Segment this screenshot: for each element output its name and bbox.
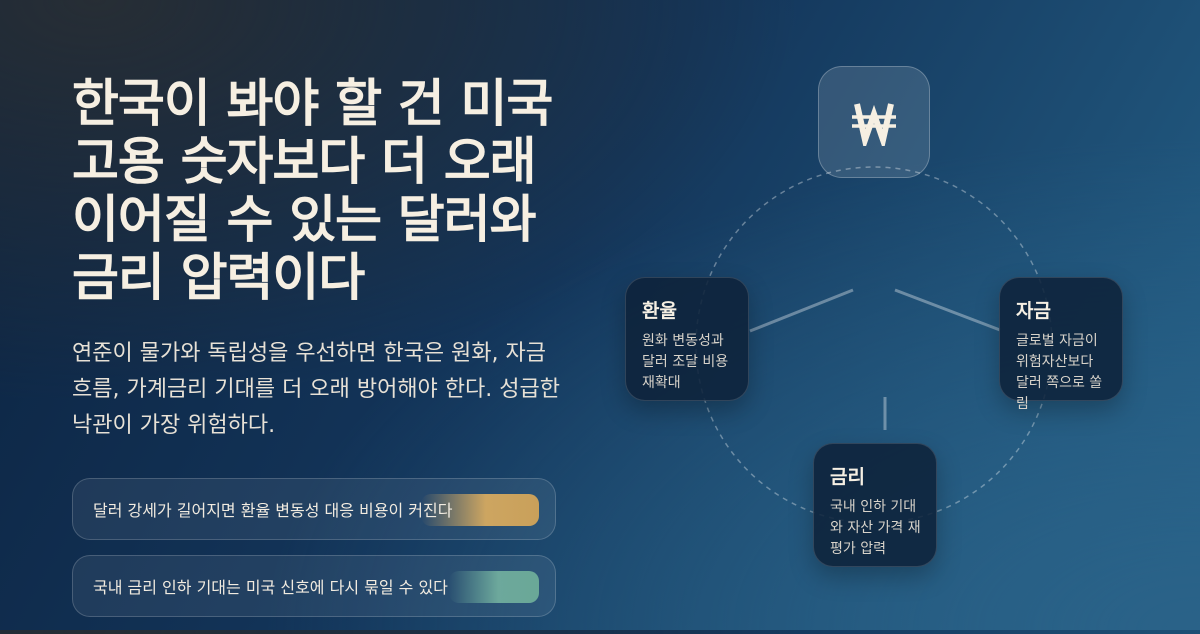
won-sign-icon: [852, 103, 896, 146]
card-interest-rate: 금리 국내 인하 기대와 자산 가격 재평가 압력: [813, 443, 937, 567]
pill-highlight-teal: [449, 571, 539, 603]
subtitle: 연준이 물가와 독립성을 우선하면 한국은 원화, 자금 흐름, 가계금리 기대…: [72, 341, 560, 438]
card-description: 글로벌 자금이 위험자산보다 달러 쪽으로 쏠림: [1016, 333, 1103, 412]
headline: 한국이 봐야 할 건 미국 고용 숫자보다 더 오래 이어질 수 있는 달러와 …: [72, 75, 553, 308]
card-description: 원화 변동성과 달러 조달 비용 재확대: [642, 333, 729, 391]
pill-text: 달러 강세가 길어지면 환율 변동성 대응 비용이 커진다: [93, 501, 453, 520]
card-title: 자금: [1016, 300, 1051, 322]
card-capital-flow: 자금 글로벌 자금이 위험자산보다 달러 쪽으로 쏠림: [999, 277, 1123, 412]
pill-text: 국내 금리 인하 기대는 미국 신호에 다시 묶일 수 있다: [93, 578, 448, 597]
center-symbol-box: [818, 66, 930, 178]
card-exchange-rate: 환율 원화 변동성과 달러 조달 비용 재확대: [625, 277, 749, 401]
connector-left: [749, 288, 854, 333]
card-description: 국내 인하 기대와 자산 가격 재평가 압력: [830, 499, 921, 557]
point-pill-dollar: 달러 강세가 길어지면 환율 변동성 대응 비용이 커진다: [72, 478, 556, 540]
card-title: 금리: [830, 466, 865, 488]
point-pill-rate: 국내 금리 인하 기대는 미국 신호에 다시 묶일 수 있다: [72, 555, 556, 617]
connector-right: [894, 288, 1001, 332]
card-title: 환율: [642, 300, 677, 322]
